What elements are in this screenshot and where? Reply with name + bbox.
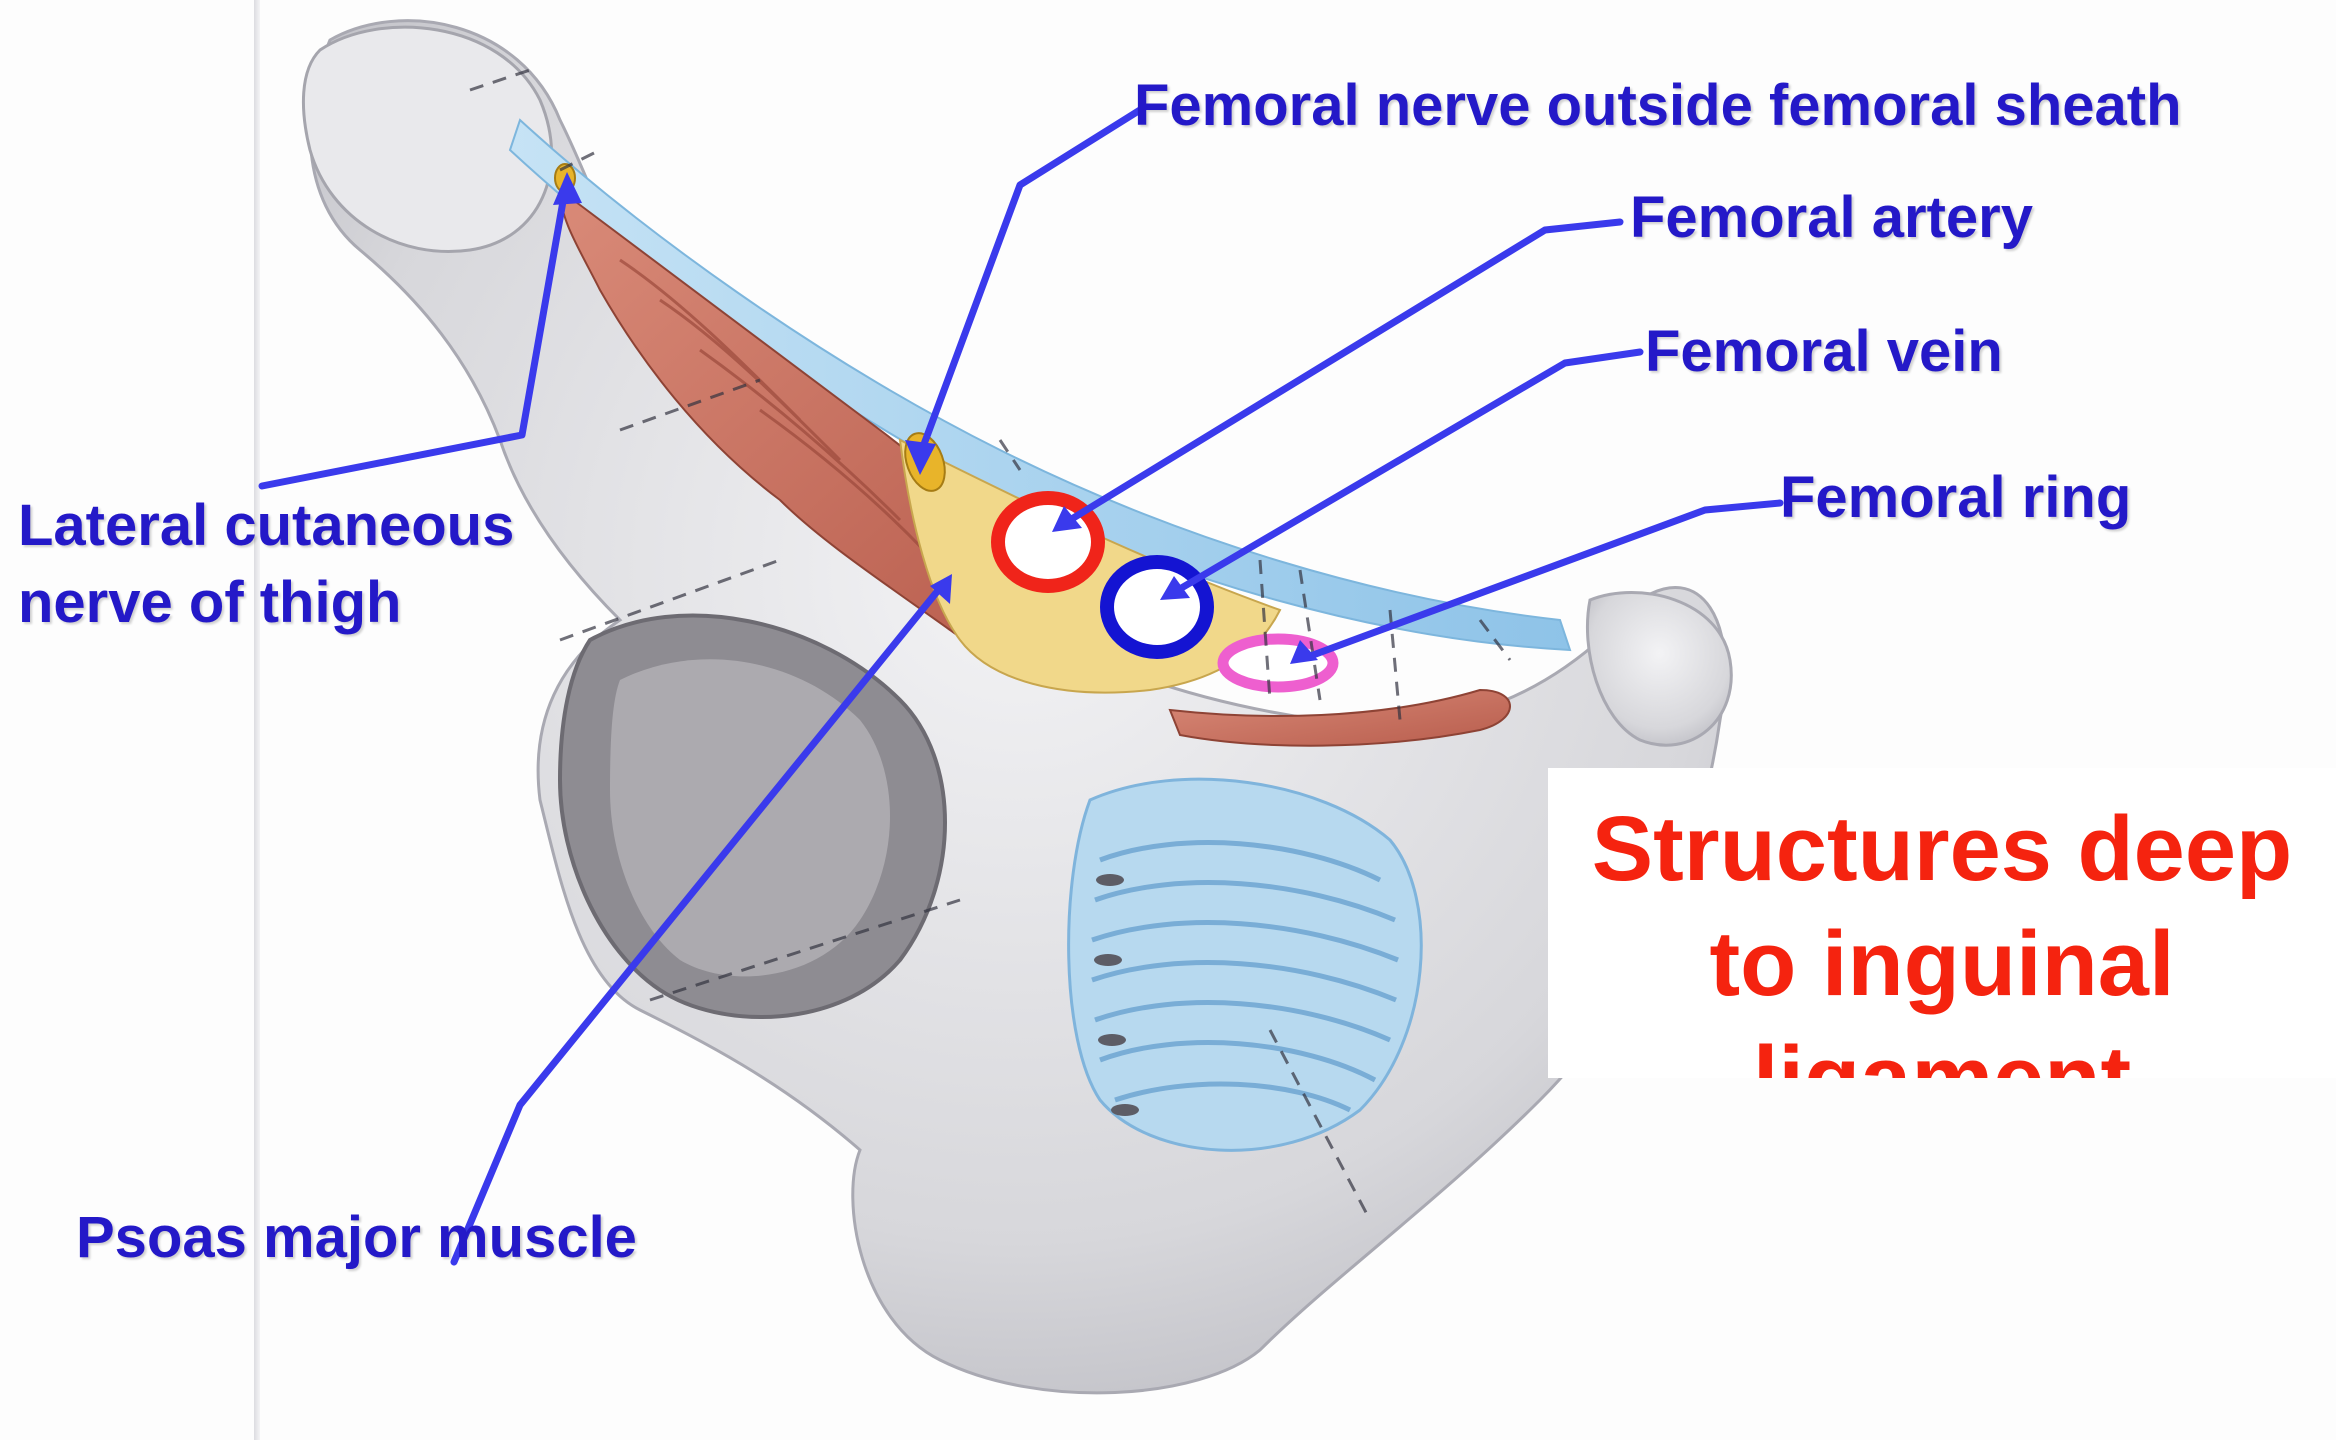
leader-femoral-nerve <box>920 110 1140 455</box>
label-femoral-vein: Femoral vein <box>1645 314 2003 391</box>
label-femoral-artery: Femoral artery <box>1630 180 2033 257</box>
label-psoas-major: Psoas major muscle <box>76 1200 637 1277</box>
leader-femoral-artery <box>1070 222 1620 520</box>
label-femoral-nerve: Femoral nerve outside femoral sheath <box>1134 68 2182 145</box>
femoral-ring <box>1223 639 1333 687</box>
femoral-vein-ring <box>1107 562 1207 652</box>
label-lateral-cutaneous-nerve: Lateral cutaneous nerve of thigh <box>18 488 578 641</box>
title-box: Structures deep to inguinal ligament <box>1548 768 2336 1078</box>
slide-title: Structures deep to inguinal ligament <box>1548 792 2336 1078</box>
label-femoral-ring: Femoral ring <box>1780 460 2131 537</box>
